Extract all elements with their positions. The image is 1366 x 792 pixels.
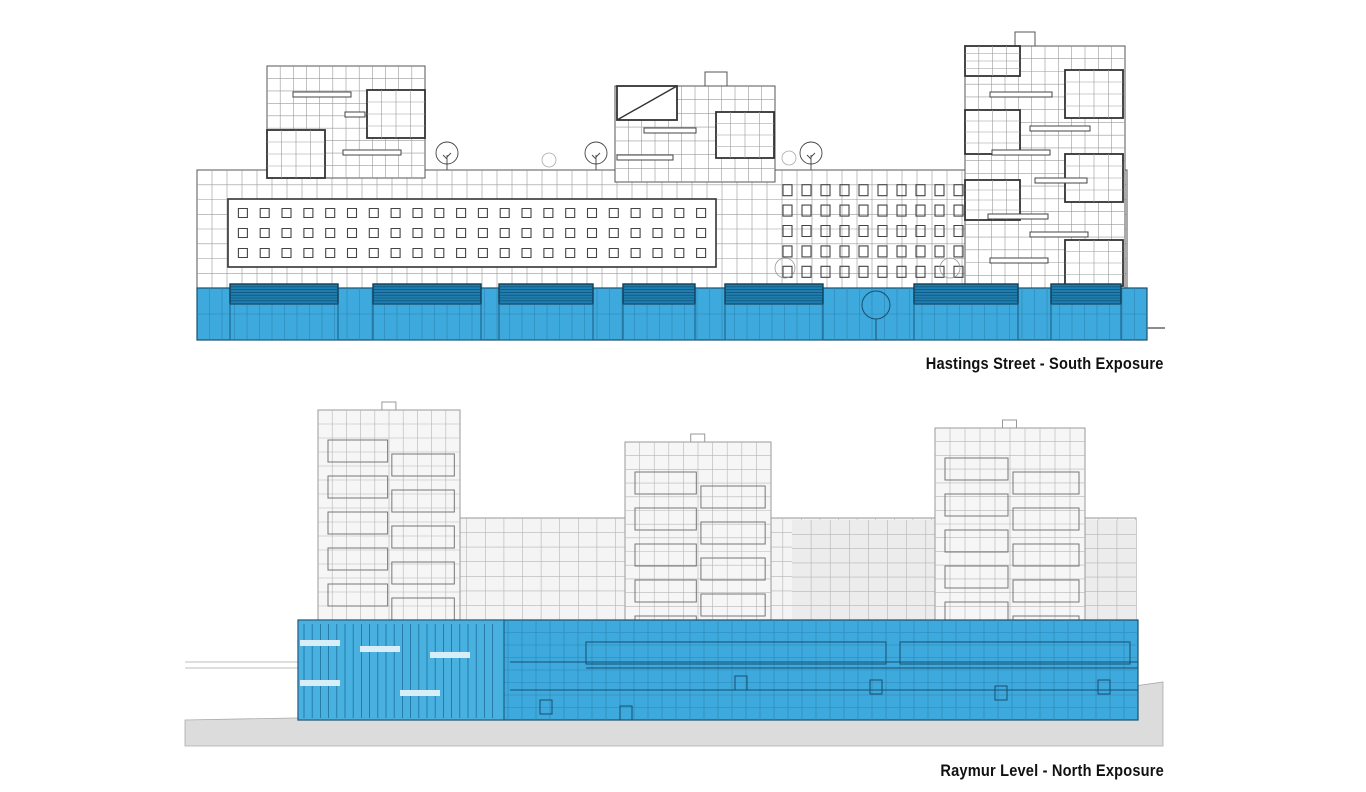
retail-base-grid [197,288,1147,340]
light-panel [400,690,440,696]
storefront-glazing [585,641,887,665]
tree-icon [435,141,459,170]
balcony [643,127,697,134]
storefront-awning [1050,283,1122,341]
facade-grid [965,46,1020,76]
tree-icon [939,257,961,279]
balcony [991,149,1051,156]
door [994,685,1008,701]
balcony [989,257,1049,264]
tree-icon [584,141,608,170]
balcony [344,111,366,118]
tree-icon [541,152,557,168]
balcony [1029,231,1089,238]
storefront-awning [498,283,594,341]
north-elevation-caption: Raymur Level - North Exposure [940,761,1164,780]
storefront-awning [622,283,696,341]
light-panel [300,640,340,646]
balcony [292,91,352,98]
balcony [1029,125,1091,132]
distant-ground-line [185,661,298,669]
door [539,699,553,715]
facade-grid [935,428,1085,620]
facade-grid [367,90,425,138]
brace-line [616,85,678,121]
facade-grid [965,180,1020,220]
balcony [987,213,1049,220]
storefront-awning [372,283,482,341]
roof-unit [1014,31,1036,47]
middle-tower [624,433,772,653]
left-tower [317,401,461,621]
storefront-awning [724,283,824,341]
balcony [989,91,1053,98]
storefront-awning [913,283,1019,341]
storefront-awning [229,283,339,341]
door [619,705,633,721]
storefront-glazing [899,641,1131,665]
tree-icon [781,150,797,166]
residential-windows [237,207,707,259]
door [869,679,883,695]
tree-icon [774,257,796,279]
facade-grid [318,410,460,620]
balcony [616,154,674,161]
roof-unit [704,71,728,87]
facade-grid [625,442,771,620]
facade-grid [267,130,325,178]
residential-frame [227,198,717,268]
light-panel [430,652,470,658]
storefront-lines [510,661,1138,691]
mid-block-windows [782,184,964,278]
right-tower [934,419,1086,639]
south-elevation [196,31,1165,341]
podium-left-block [297,619,505,721]
light-panel [300,680,340,686]
north-elevation [184,401,1164,747]
facade-grid [965,110,1020,154]
tree-icon [799,141,823,170]
south-elevation-caption: Hastings Street - South Exposure [926,354,1164,373]
door [734,675,748,691]
facade-grid [716,112,774,158]
balcony [1034,177,1088,184]
balcony [342,149,402,156]
light-panel [360,646,400,652]
facade-grid [1065,240,1123,286]
door [1097,679,1111,695]
facade-grid [1065,70,1123,118]
